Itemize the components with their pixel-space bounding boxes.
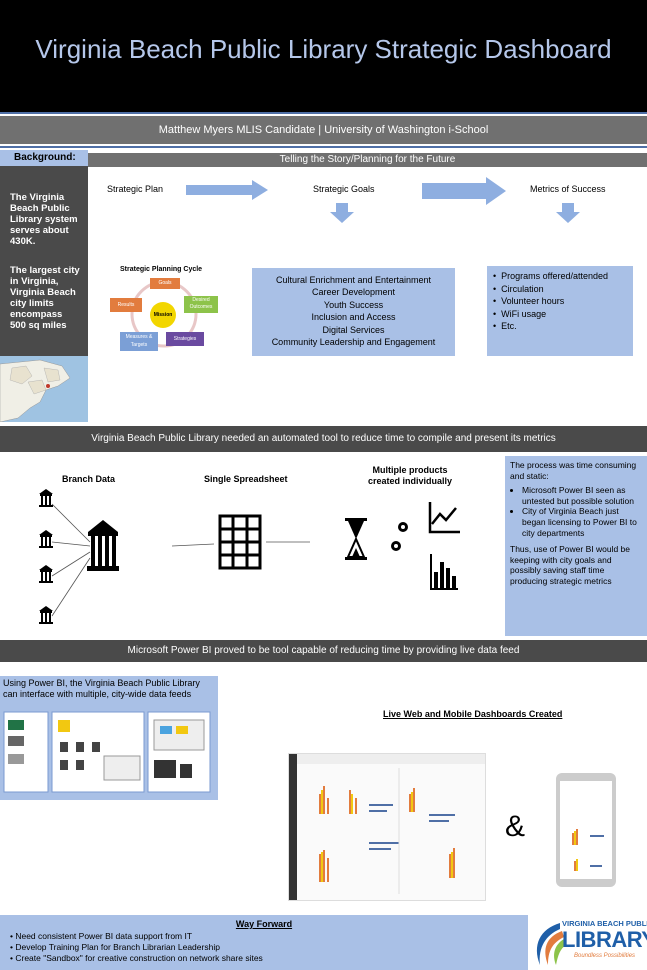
divider: [0, 146, 647, 148]
library-icon-large: [87, 520, 119, 571]
metric-item: • Circulation: [493, 283, 544, 294]
virginia-map-icon: [0, 356, 88, 422]
story-bar: Telling the Story/Planning for the Futur…: [88, 153, 647, 167]
live-dashboards-label: Live Web and Mobile Dashboards Created: [383, 709, 563, 719]
background-text-1: The Virginia Beach Public Library system…: [10, 192, 78, 247]
metric-item: • Volunteer hours: [493, 296, 565, 307]
library-icon: [39, 606, 53, 624]
goal-item: Cultural Enrichment and Entertainment: [275, 275, 432, 285]
powerbi-bar: Microsoft Power BI proved to be tool cap…: [0, 640, 647, 662]
cycle-mission: Mission: [150, 302, 176, 328]
cycle-title: Strategic Planning Cycle: [120, 266, 203, 273]
metrics-box: • Programs offered/attended • Circulatio…: [487, 266, 633, 356]
goal-item: Youth Success: [323, 299, 384, 310]
way-forward-box: Way Forward Need consistent Power BI dat…: [0, 915, 528, 970]
cycle-strategies: Strategies: [166, 332, 204, 346]
library-logo: VIRGINIA BEACH PUBLIC LIBRARY Boundless …: [528, 913, 647, 970]
bar-chart-icon: [430, 554, 458, 590]
library-icon: [39, 530, 53, 548]
page-title: Virginia Beach Public Library Strategic …: [35, 34, 612, 64]
library-icon: [39, 565, 53, 583]
multiple-products-label: Multiple products created individually: [367, 465, 453, 486]
spreadsheet-icon: [218, 514, 262, 570]
planning-cycle-diagram: Strategic Planning Cycle Goals Desired O…: [98, 262, 238, 362]
header-banner: [0, 0, 647, 112]
branch-data-label: Branch Data: [62, 474, 116, 484]
strategic-plan-label: Strategic Plan: [107, 184, 164, 194]
right-arrow-icon: [186, 180, 268, 205]
metric-item: • WiFi usage: [493, 308, 547, 319]
hourglass-icon: [345, 518, 367, 560]
process-item: Microsoft Power BI seen as untested but …: [522, 485, 642, 506]
logo-line-1: VIRGINIA BEACH PUBLIC: [562, 919, 647, 928]
gear-icon: [391, 522, 408, 551]
powerbi-note: Using Power BI, the Virginia Beach Publi…: [0, 676, 218, 708]
goal-item: Community Leadership and Engagement: [271, 337, 436, 348]
cycle-desired-outcomes: Desired Outcomes: [184, 296, 218, 313]
cycle-goals: Goals: [150, 278, 180, 289]
metric-item: • Programs offered/attended: [493, 271, 609, 281]
background-label: Background:: [0, 150, 88, 166]
process-item: City of Virginia Beach just began licens…: [522, 506, 642, 538]
way-forward-item: Create "Sandbox" for creative constructi…: [10, 953, 528, 964]
process-intro: The process was time consuming and stati…: [510, 460, 637, 481]
cycle-measures: Measures & Targets: [120, 332, 158, 351]
mobile-dashboard-screenshot: [556, 773, 616, 887]
way-forward-item: Develop Training Plan for Branch Librari…: [10, 942, 528, 953]
logo-tagline: Boundless Possibilities: [574, 953, 636, 959]
cycle-results: Results: [110, 298, 142, 312]
process-outro: Thus, use of Power BI would be keeping w…: [510, 544, 631, 586]
ampersand: &: [505, 810, 526, 843]
process-diagram: [39, 489, 460, 624]
background-text-2: The largest city in Virginia, Virginia B…: [10, 265, 80, 331]
need-bar: Virginia Beach Public Library needed an …: [0, 426, 647, 452]
goal-item: Digital Services: [322, 324, 385, 335]
powerbi-architecture-diagram: [0, 708, 218, 800]
line-chart-icon: [428, 502, 460, 534]
way-forward-title: Way Forward: [235, 919, 293, 929]
logo-line-2: LIBRARY: [562, 927, 647, 952]
goal-item: Inclusion and Access: [311, 312, 396, 323]
right-arrow-icon: [422, 177, 506, 210]
way-forward-item: Need consistent Power BI data support fr…: [10, 931, 528, 942]
strategic-goals-label: Strategic Goals: [313, 184, 375, 194]
down-arrow-icon: [330, 203, 354, 228]
web-dashboard-screenshot: [288, 753, 486, 901]
background-panel: The Virginia Beach Public Library system…: [0, 166, 88, 356]
goal-item: Career Development: [311, 287, 396, 298]
single-spreadsheet-label: Single Spreadsheet: [204, 474, 288, 484]
metric-item: • Etc.: [493, 321, 517, 332]
strategic-goals-box: Cultural Enrichment and Entertainment Ca…: [252, 268, 455, 356]
divider: [0, 112, 647, 114]
process-note-box: The process was time consuming and stati…: [505, 456, 647, 636]
author-bar: Matthew Myers MLIS Candidate | Universit…: [0, 116, 647, 144]
metrics-label: Metrics of Success: [530, 184, 606, 194]
library-icon: [39, 489, 53, 507]
down-arrow-icon: [556, 203, 580, 228]
logo-swoosh-icon: [536, 923, 566, 965]
